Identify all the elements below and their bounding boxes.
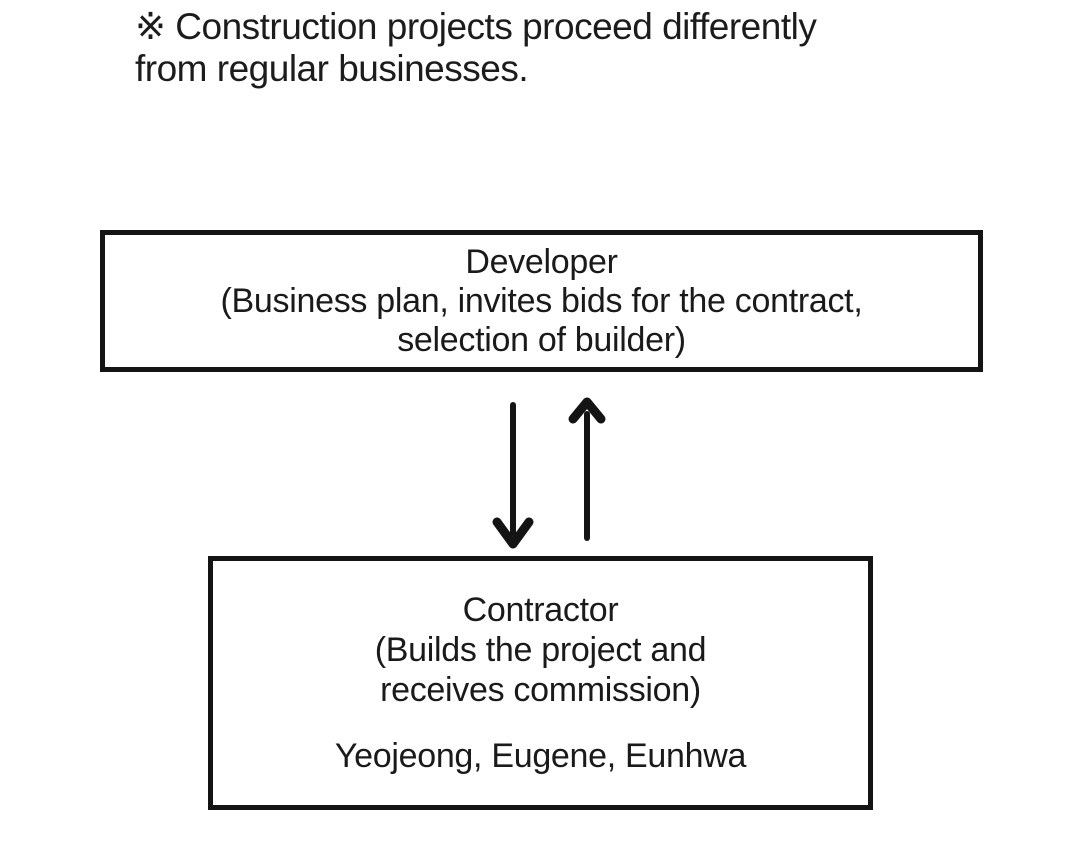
developer-box: Developer (Business plan, invites bids f… bbox=[100, 230, 983, 372]
developer-box-title: Developer bbox=[465, 242, 618, 281]
header-note-line-2: from regular businesses. bbox=[135, 48, 529, 89]
contractor-box: Contractor (Builds the project and recei… bbox=[208, 556, 873, 810]
header-note-line-1: ※ Construction projects proceed differen… bbox=[135, 6, 817, 47]
exchange-arrows bbox=[492, 397, 606, 549]
contractor-box-detail-line-2: receives commission) bbox=[380, 671, 701, 709]
up-arrow-icon bbox=[568, 397, 606, 541]
down-arrow-icon bbox=[492, 402, 534, 549]
developer-box-detail-line-1: (Business plan, invites bids for the con… bbox=[220, 281, 863, 320]
developer-box-detail-line-2: selection of builder) bbox=[397, 320, 686, 359]
contractor-members: Yeojeong, Eugene, Eunhwa bbox=[334, 737, 747, 775]
header-note: ※ Construction projects proceed differen… bbox=[135, 6, 817, 90]
contractor-box-title: Contractor bbox=[462, 591, 619, 629]
contractor-box-detail-line-1: (Builds the project and bbox=[374, 631, 707, 669]
